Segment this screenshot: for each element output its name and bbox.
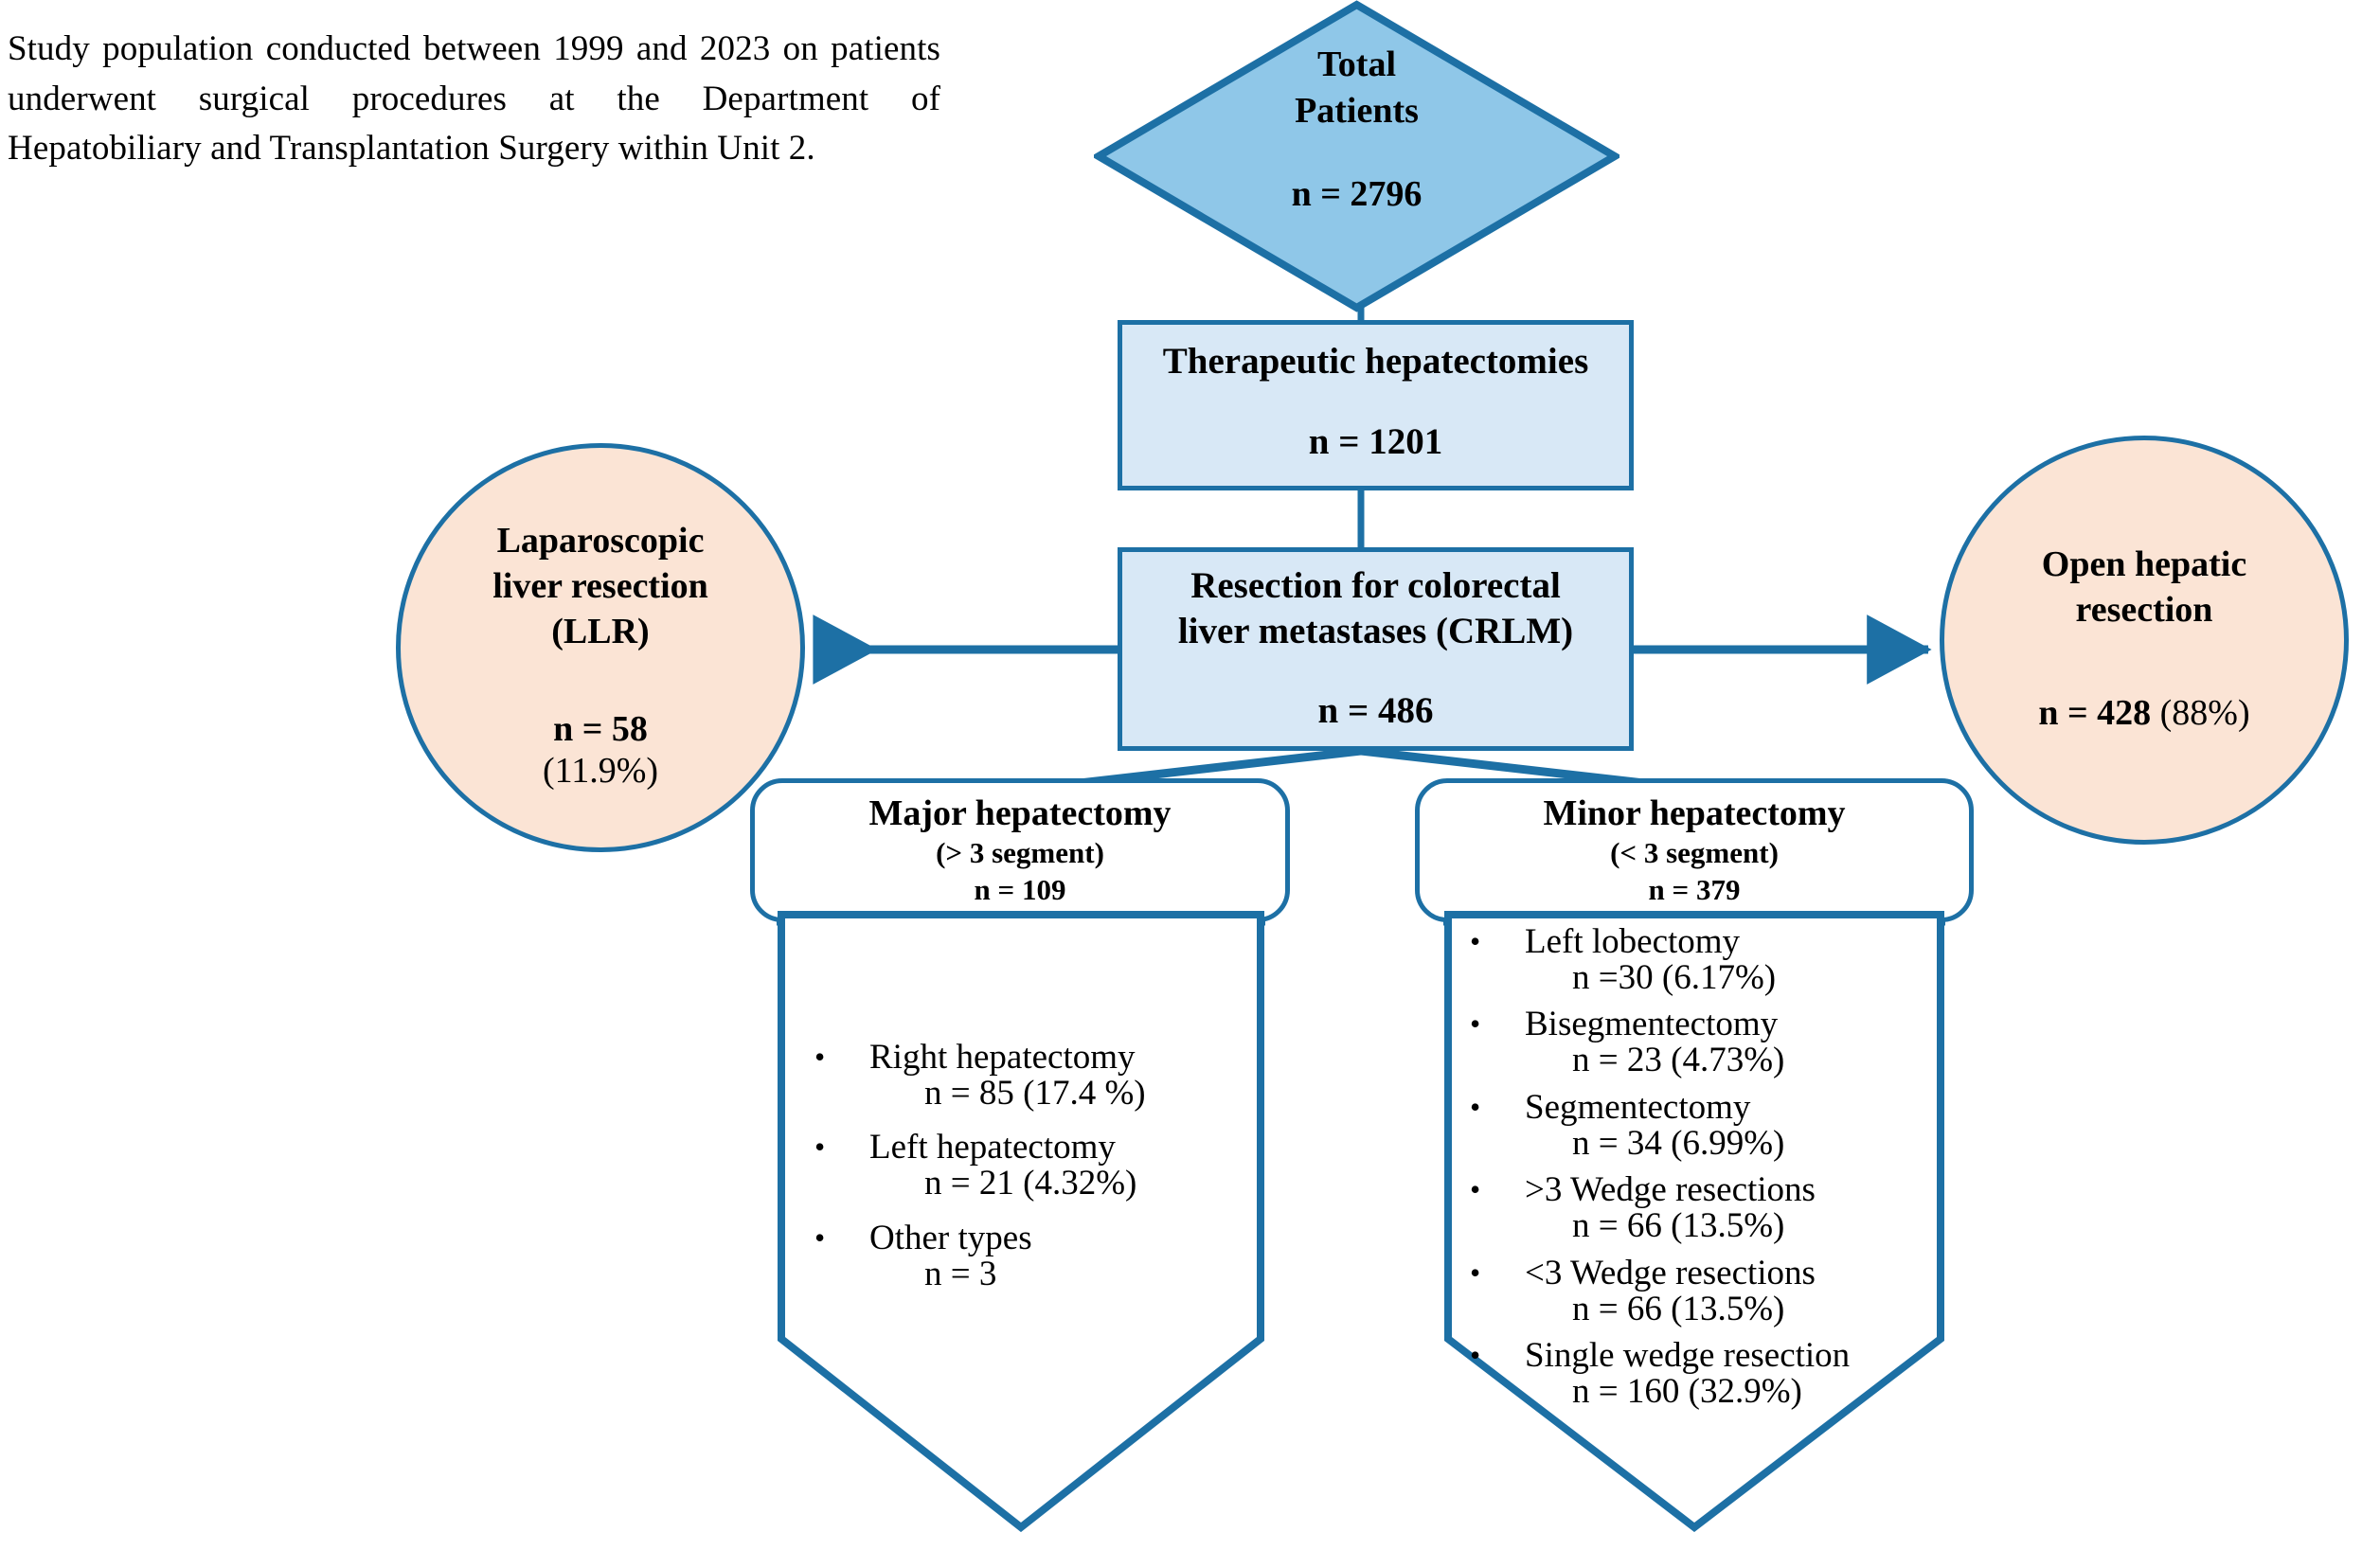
node-open-hepatic-resection: Open hepatic resection n = 428 (88%)	[1940, 436, 2349, 845]
major-item-label: Right hepatectomy	[869, 1038, 1136, 1077]
total-patients-line1: Total	[1316, 45, 1397, 84]
therapeutic-title: Therapeutic hepatectomies	[1162, 341, 1589, 382]
minor-item-label: Bisegmentectomy	[1525, 1005, 1779, 1044]
bullet-icon: •	[1470, 924, 1481, 958]
node-laparoscopic-liver-resection: Laparoscopic liver resection (LLR) n = 5…	[396, 443, 805, 852]
bullet-icon: •	[814, 1220, 826, 1255]
crlm-count: n = 486	[1317, 690, 1434, 732]
open-count-row: n = 428 (88%)	[2038, 692, 2249, 734]
crlm-title-line1: Resection for colorectal	[1190, 565, 1561, 606]
minor-item-label: <3 Wedge resections	[1525, 1253, 1816, 1292]
llr-line2: liver resection	[492, 565, 708, 606]
bullet-icon: •	[1470, 1255, 1481, 1290]
open-line2: resection	[2075, 589, 2213, 630]
major-item-value: n = 3	[924, 1254, 997, 1293]
bullet-icon: •	[1470, 1172, 1481, 1207]
minor-item-value: n = 66 (13.5%)	[1572, 1206, 1785, 1246]
therapeutic-count: n = 1201	[1308, 421, 1443, 462]
node-minor-hepatectomy: Minor hepatectomy (< 3 segment) n = 379	[1415, 778, 1974, 922]
llr-line3: (LLR)	[551, 611, 650, 651]
major-subtitle: (> 3 segment)	[936, 835, 1104, 869]
major-item-value: n = 85 (17.4 %)	[924, 1073, 1146, 1113]
minor-item-value: n = 34 (6.99%)	[1572, 1123, 1785, 1163]
major-item-label: Other types	[869, 1218, 1032, 1257]
bullet-icon: •	[1470, 1089, 1481, 1124]
bullet-icon: •	[814, 1130, 826, 1165]
figure-caption: Study population conducted between 1999 …	[8, 29, 940, 169]
major-title: Major hepatectomy	[868, 793, 1172, 833]
pentagon-shape-minor	[1444, 911, 1944, 1532]
minor-item-label: Single wedge resection	[1525, 1336, 1851, 1376]
minor-title: Minor hepatectomy	[1543, 793, 1846, 833]
minor-item-value: n =30 (6.17%)	[1572, 957, 1777, 997]
major-item-value: n = 21 (4.32%)	[924, 1164, 1137, 1203]
bullet-icon: •	[1470, 1007, 1481, 1042]
llr-line1: Laparoscopic	[496, 521, 705, 561]
bullet-icon: •	[814, 1040, 826, 1074]
minor-subtitle: (< 3 segment)	[1610, 835, 1779, 869]
major-item-label: Left hepatectomy	[869, 1128, 1116, 1167]
major-count: n = 109	[974, 873, 1066, 907]
llr-count: n = 58	[553, 708, 648, 749]
minor-item-label: >3 Wedge resections	[1525, 1170, 1816, 1210]
open-count: n = 428	[2038, 692, 2152, 733]
open-percent: (88%)	[2159, 692, 2250, 733]
llr-percent: (11.9%)	[542, 750, 659, 791]
minor-item-value: n = 66 (13.5%)	[1572, 1289, 1785, 1328]
minor-count: n = 379	[1648, 873, 1741, 907]
minor-item-value: n = 160 (32.9%)	[1572, 1372, 1802, 1412]
total-patients-count: n = 2796	[1291, 174, 1423, 215]
total-patients-line2: Patients	[1295, 90, 1419, 131]
open-line1: Open hepatic	[2041, 544, 2247, 584]
pentagon-shape-major	[778, 911, 1264, 1532]
diamond-shape	[1094, 0, 1619, 312]
bullet-icon: •	[1470, 1338, 1481, 1373]
minor-item-value: n = 23 (4.73%)	[1572, 1041, 1785, 1080]
node-crlm-resection: Resection for colorectal liver metastase…	[1118, 547, 1634, 751]
crlm-title-line2: liver metastases (CRLM)	[1177, 610, 1574, 651]
minor-item-label: Segmentectomy	[1525, 1087, 1751, 1127]
node-therapeutic-hepatectomies: Therapeutic hepatectomies n = 1201	[1118, 320, 1634, 490]
node-total-patients: Total Patients n = 2796	[1094, 0, 1619, 312]
minor-item-label: Left lobectomy	[1525, 922, 1741, 961]
node-major-hepatectomy: Major hepatectomy (> 3 segment) n = 109	[750, 778, 1290, 922]
